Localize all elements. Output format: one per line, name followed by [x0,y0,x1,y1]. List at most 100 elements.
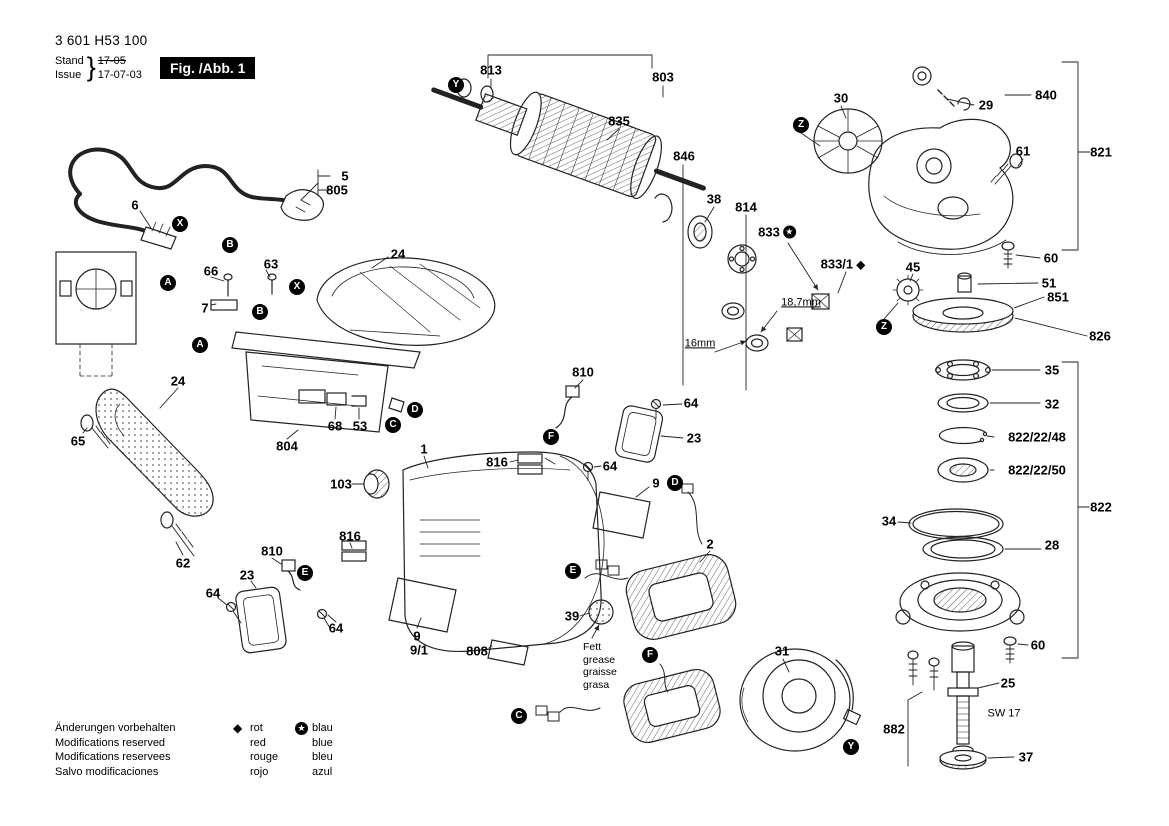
part-label-37: 37 [1018,749,1034,765]
note-grease-note: Fett grease graisse grasa [583,641,617,691]
spindle [947,641,979,745]
part-label-60: 60 [1030,637,1046,653]
part-label-28: 28 [1044,537,1060,553]
part-label-9: 9 [652,475,660,491]
part-label-833: 833★ [758,225,796,239]
part-label-840: 840 [1035,87,1057,103]
part-label-66: 66 [203,263,219,279]
armature [431,87,706,200]
part-label-803: 803 [652,69,674,85]
pinion-45 [892,274,924,306]
callout-D: D [667,475,683,491]
part-label-835: 835 [608,113,630,129]
legend-blue-label: blue [312,736,333,749]
part-label-1: 1 [420,441,428,457]
crown-gear [912,297,1014,333]
flange-screws [907,650,940,691]
part-label-833/1: 833/1◆ [820,256,866,272]
part-label-64: 64 [328,620,344,636]
callout-Y: Y [843,739,859,755]
part-label-35: 35 [1044,362,1060,378]
grease-part [588,599,614,639]
part-label-25: 25 [1000,675,1016,691]
part-label-6: 6 [131,197,139,213]
legend-red-label: rojo [250,765,269,778]
callout-B: B [252,304,268,320]
legend-row: Änderungen vorbehalten ◆ rot ★ blau [55,721,357,736]
dim-bearings [721,293,830,352]
part-label-814: 814 [735,199,757,215]
part-label-51: 51 [1041,275,1057,291]
part-label-822/22/48: 822/22/48 [1008,429,1066,445]
part-label-822/22/50: 822/22/50 [1008,462,1066,478]
part-label-24: 24 [390,246,406,262]
legend-row: Modifications reservees rouge bleu [55,750,357,765]
old-date: 17-05 [97,54,126,67]
part-label-39: 39 [564,608,580,624]
part-label-846: 846 [673,148,695,164]
callout-F: F [642,647,658,663]
part-label-816: 816 [486,454,508,470]
part-label-63: 63 [263,256,279,272]
part-label-24: 24 [170,373,186,389]
part-label-31: 31 [774,643,790,659]
nameplates [388,491,651,666]
part-label-2: 2 [706,536,714,552]
part-label-45: 45 [905,259,921,275]
suppressor-right [614,405,664,463]
legend-note: Änderungen vorbehalten [55,722,176,735]
part-label-821: 821 [1090,144,1112,160]
callout-C: C [385,417,401,433]
part-label-808: 808 [466,643,488,659]
part-label-30: 30 [833,90,849,106]
title-block: 3 601 H53 100 Stand Issue } 17-05 17-07-… [55,33,256,83]
part-label-62: 62 [175,555,191,571]
callout-C: C [511,708,527,724]
callout-A: A [192,337,208,353]
part-label-813: 813 [480,62,502,78]
callout-Z: Z [876,319,892,335]
callout-B: B [222,237,238,253]
gear-housing [868,118,1014,255]
sleeve-51 [957,272,972,293]
bearing-stack [908,359,1004,562]
revision-block: Stand Issue } 17-05 17-07-03 [55,52,147,83]
armature-rings [654,193,757,274]
part-label-810: 810 [572,364,594,380]
legend-red-label: rot [250,722,263,735]
callout-D: D [407,402,423,418]
part-label-32: 32 [1044,396,1060,412]
switch-parts [210,273,405,413]
power-cord [68,147,325,250]
new-date: 17-07-03 [97,68,142,81]
washer-813 [480,85,494,103]
handle-top [316,257,496,346]
field-coil-lower [623,668,721,744]
bearing-flange [895,572,1025,632]
handle-side [95,388,214,517]
cord-clamp-detail [55,251,137,377]
part-label-5: 5 [341,168,349,184]
washer-37 [939,745,987,770]
part-label-60: 60 [1043,250,1059,266]
screw-60-bottom [1003,636,1017,664]
legend-blue-label: bleu [312,751,333,764]
note-wrench-size: SW 17 [987,707,1021,720]
part-label-9/1: 9/1 [409,642,429,658]
brace-glyph: } [86,52,96,82]
screws-64 [225,398,662,629]
part-label-7: 7 [201,300,209,316]
part-label-103: 103 [330,476,352,492]
legend-note: Modifications reservees [55,751,171,764]
note-dim-16mm: 16mm [684,337,716,350]
part-label-38: 38 [706,191,722,207]
issue-label: Issue [55,68,82,81]
part-label-23: 23 [686,430,702,446]
part-label-805: 805 [326,182,348,198]
part-label-68: 68 [327,418,343,434]
part-label-64: 64 [683,395,699,411]
part-label-53: 53 [352,418,368,434]
legend-row: Salvo modificaciones rojo azul [55,765,357,780]
